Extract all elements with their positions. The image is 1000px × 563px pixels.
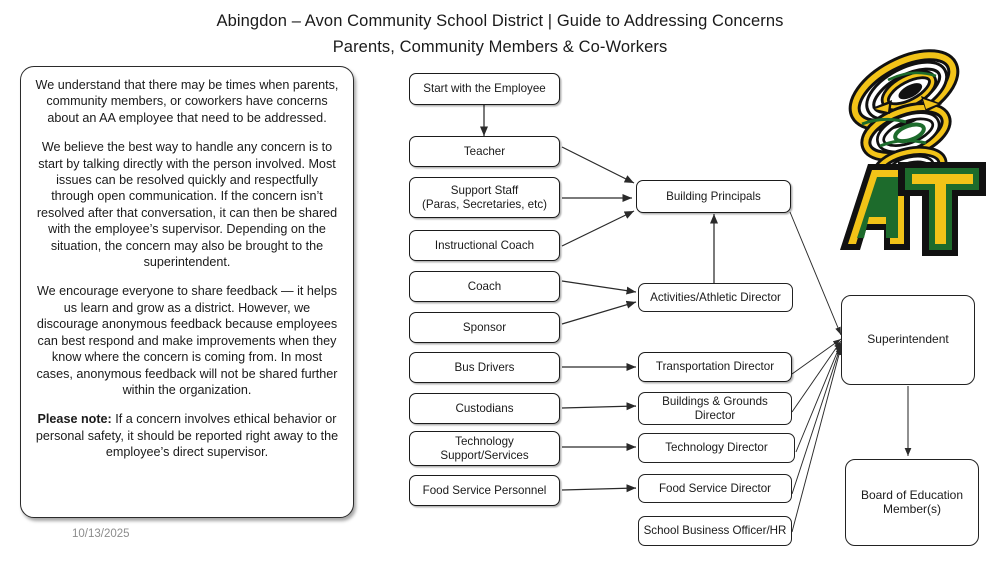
narrative-paragraph-1: We understand that there may be times wh… (35, 78, 339, 125)
flow-node-custodians-label: Custodians (455, 401, 514, 415)
flow-node-food-service-personnel-label: Food Service Personnel (422, 483, 547, 497)
flow-node-bus-drivers-label: Bus Drivers (454, 360, 515, 374)
flow-node-board-of-education[interactable]: Board of Education Member(s) (845, 459, 979, 546)
flow-node-coach[interactable]: Coach (409, 271, 560, 302)
flow-node-instructional-coach-label: Instructional Coach (434, 238, 535, 252)
flow-node-superintendent-label: Superintendent (867, 332, 949, 347)
flow-node-start-label: Start with the Employee (423, 82, 546, 96)
flow-node-buildings-grounds-director-label: Buildings & Grounds Director (662, 394, 768, 422)
flow-node-sponsor-label: Sponsor (462, 320, 507, 334)
flow-node-transportation-director-label: Transportation Director (655, 360, 775, 374)
flow-node-superintendent[interactable]: Superintendent (841, 295, 975, 385)
flow-node-board-of-education-label: Board of Education Member(s) (860, 487, 964, 516)
flow-node-technology-support-label: Technology Support/Services (440, 434, 529, 462)
flow-node-school-business-officer-hr[interactable]: School Business Officer/HR (638, 516, 792, 546)
flow-node-sponsor[interactable]: Sponsor (409, 312, 560, 343)
tornado-eyes-icon (872, 96, 942, 114)
flow-node-bus-drivers[interactable]: Bus Drivers (409, 352, 560, 383)
flow-node-activities-athletic-director-label: Activities/Athletic Director (650, 290, 781, 304)
flow-node-transportation-director[interactable]: Transportation Director (638, 352, 792, 382)
narrative-note: Please note: If a concern involves ethic… (34, 411, 340, 460)
flow-node-technology-support[interactable]: Technology Support/Services (409, 431, 560, 466)
narrative-card: We understand that there may be times wh… (20, 66, 354, 518)
flow-node-building-principals[interactable]: Building Principals (636, 180, 791, 213)
logo-letters-at (840, 162, 986, 256)
flow-node-start[interactable]: Start with the Employee (409, 73, 560, 105)
flow-node-teacher-label: Teacher (463, 144, 506, 158)
flow-node-food-service-personnel[interactable]: Food Service Personnel (409, 475, 560, 506)
flow-node-food-service-director-label: Food Service Director (658, 481, 772, 495)
school-logo (840, 49, 986, 256)
flow-node-technology-director[interactable]: Technology Director (638, 433, 795, 463)
title-line-2: Parents, Community Members & Co-Workers (332, 38, 668, 56)
flow-node-technology-director-label: Technology Director (665, 441, 768, 455)
flow-node-coach-label: Coach (467, 279, 502, 293)
flow-node-school-business-officer-hr-label: School Business Officer/HR (643, 524, 787, 538)
flow-node-support-staff-label: Support Staff (Paras, Secretaries, etc) (422, 183, 547, 211)
title-line-1: Abingdon – Avon Community School Distric… (216, 12, 784, 30)
flow-node-custodians[interactable]: Custodians (409, 393, 560, 424)
flow-node-instructional-coach[interactable]: Instructional Coach (409, 230, 560, 261)
date-stamp: 10/13/2025 (72, 528, 130, 540)
flow-node-support-staff[interactable]: Support Staff (Paras, Secretaries, etc) (409, 177, 560, 218)
flow-node-buildings-grounds-director[interactable]: Buildings & Grounds Director (638, 392, 792, 425)
flow-node-teacher[interactable]: Teacher (409, 136, 560, 167)
narrative-paragraph-2: We believe the best way to handle any co… (36, 140, 338, 270)
flow-node-activities-athletic-director[interactable]: Activities/Athletic Director (638, 283, 793, 312)
note-text: If a concern involves ethical behavior o… (35, 412, 339, 460)
flow-node-food-service-director[interactable]: Food Service Director (638, 474, 792, 503)
note-label: Please note: (37, 412, 112, 427)
flow-node-building-principals-label: Building Principals (666, 189, 761, 203)
page-title: Abingdon – Avon Community School Distric… (170, 8, 830, 60)
narrative-paragraph-3: We encourage everyone to share feedback … (36, 284, 338, 397)
